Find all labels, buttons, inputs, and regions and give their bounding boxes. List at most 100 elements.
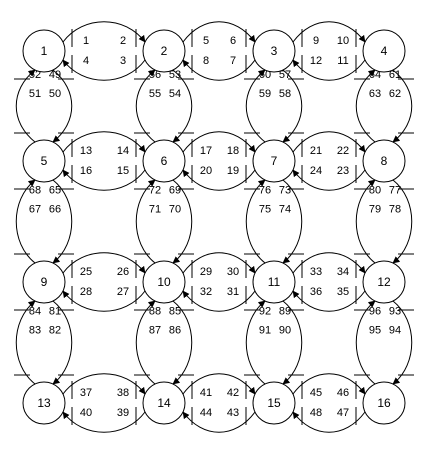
node-6: 6 xyxy=(142,139,186,183)
edge-label: 56 xyxy=(149,69,161,81)
arrow-backward xyxy=(182,411,256,433)
node-7: 7 xyxy=(252,139,296,183)
node-14: 14 xyxy=(142,381,186,425)
arrow-backward xyxy=(62,59,146,81)
edge-label: 19 xyxy=(227,165,239,177)
edge-label: 85 xyxy=(169,305,181,317)
arrow-backward xyxy=(62,169,146,191)
arrow-backward xyxy=(292,169,366,191)
edge-label: 51 xyxy=(29,88,41,100)
edge-label: 10 xyxy=(337,35,349,47)
node-circle xyxy=(362,381,406,425)
edge-label: 49 xyxy=(49,69,61,81)
node-label: 9 xyxy=(41,275,48,289)
edge-label: 14 xyxy=(117,145,129,157)
node-label: 4 xyxy=(381,44,388,58)
node-circle xyxy=(142,381,186,425)
node-label: 13 xyxy=(37,396,51,410)
node-3: 3 xyxy=(252,29,296,73)
edge-label: 87 xyxy=(149,324,161,336)
link-h-10-11: 29 30 32 31 xyxy=(182,252,256,312)
edge-label: 9 xyxy=(313,35,319,47)
node-circle xyxy=(252,381,296,425)
edge-label: 80 xyxy=(369,184,381,196)
node-10: 10 xyxy=(142,260,186,304)
edge-label: 34 xyxy=(337,266,349,278)
arrow-forward xyxy=(292,373,366,395)
arrow-downward xyxy=(392,179,413,264)
arrow-downward xyxy=(52,179,73,264)
arrow-downward xyxy=(52,69,73,143)
node-8: 8 xyxy=(362,139,406,183)
node-16: 16 xyxy=(362,381,406,425)
edge-label: 65 xyxy=(49,184,61,196)
arrow-downward xyxy=(172,300,193,385)
arrow-backward xyxy=(182,169,256,191)
node-circle xyxy=(362,139,406,183)
node-circle xyxy=(142,260,186,304)
node-label: 2 xyxy=(161,44,168,58)
arrow-forward xyxy=(292,131,366,153)
arrow-upward xyxy=(355,300,376,385)
edge-label: 78 xyxy=(389,203,401,215)
node-label: 1 xyxy=(41,44,48,58)
edge-label: 66 xyxy=(49,203,61,215)
edge-label: 42 xyxy=(227,387,239,399)
arrow-backward xyxy=(62,411,146,433)
edge-label: 52 xyxy=(29,69,41,81)
node-circle xyxy=(142,139,186,183)
edge-label: 79 xyxy=(369,203,381,215)
arrow-forward xyxy=(292,252,366,274)
node-label: 12 xyxy=(377,275,391,289)
edge-label: 67 xyxy=(29,203,41,215)
edge-label: 31 xyxy=(227,286,239,298)
edge-label: 30 xyxy=(227,266,239,278)
node-circle xyxy=(22,139,66,183)
edge-label: 47 xyxy=(337,407,349,419)
edge-label: 1 xyxy=(83,35,89,47)
edge-label: 4 xyxy=(83,55,89,67)
edge-label: 84 xyxy=(29,305,41,317)
node-label: 6 xyxy=(161,154,168,168)
edge-label: 6 xyxy=(230,35,236,47)
edge-label: 29 xyxy=(200,266,212,278)
edge-label: 43 xyxy=(227,407,239,419)
edge-label: 33 xyxy=(310,266,322,278)
node-circle xyxy=(362,29,406,73)
edge-label: 82 xyxy=(49,324,61,336)
node-label: 14 xyxy=(157,396,171,410)
edge-label: 95 xyxy=(369,324,381,336)
arrow-backward xyxy=(292,411,366,433)
edge-label: 20 xyxy=(200,165,212,177)
arrow-forward xyxy=(292,21,366,43)
arrow-forward xyxy=(182,131,256,153)
edge-label: 55 xyxy=(149,88,161,100)
arrow-downward xyxy=(392,69,413,143)
edge-label: 59 xyxy=(259,88,271,100)
edge-label: 86 xyxy=(169,324,181,336)
node-label: 3 xyxy=(271,44,278,58)
edge-label: 32 xyxy=(200,286,212,298)
edge-label: 17 xyxy=(200,145,212,157)
arrow-forward xyxy=(62,21,146,43)
edge-label: 15 xyxy=(117,165,129,177)
edge-label: 62 xyxy=(389,88,401,100)
edge-label: 70 xyxy=(169,203,181,215)
arrow-upward xyxy=(245,179,266,264)
arrow-backward xyxy=(292,290,366,312)
